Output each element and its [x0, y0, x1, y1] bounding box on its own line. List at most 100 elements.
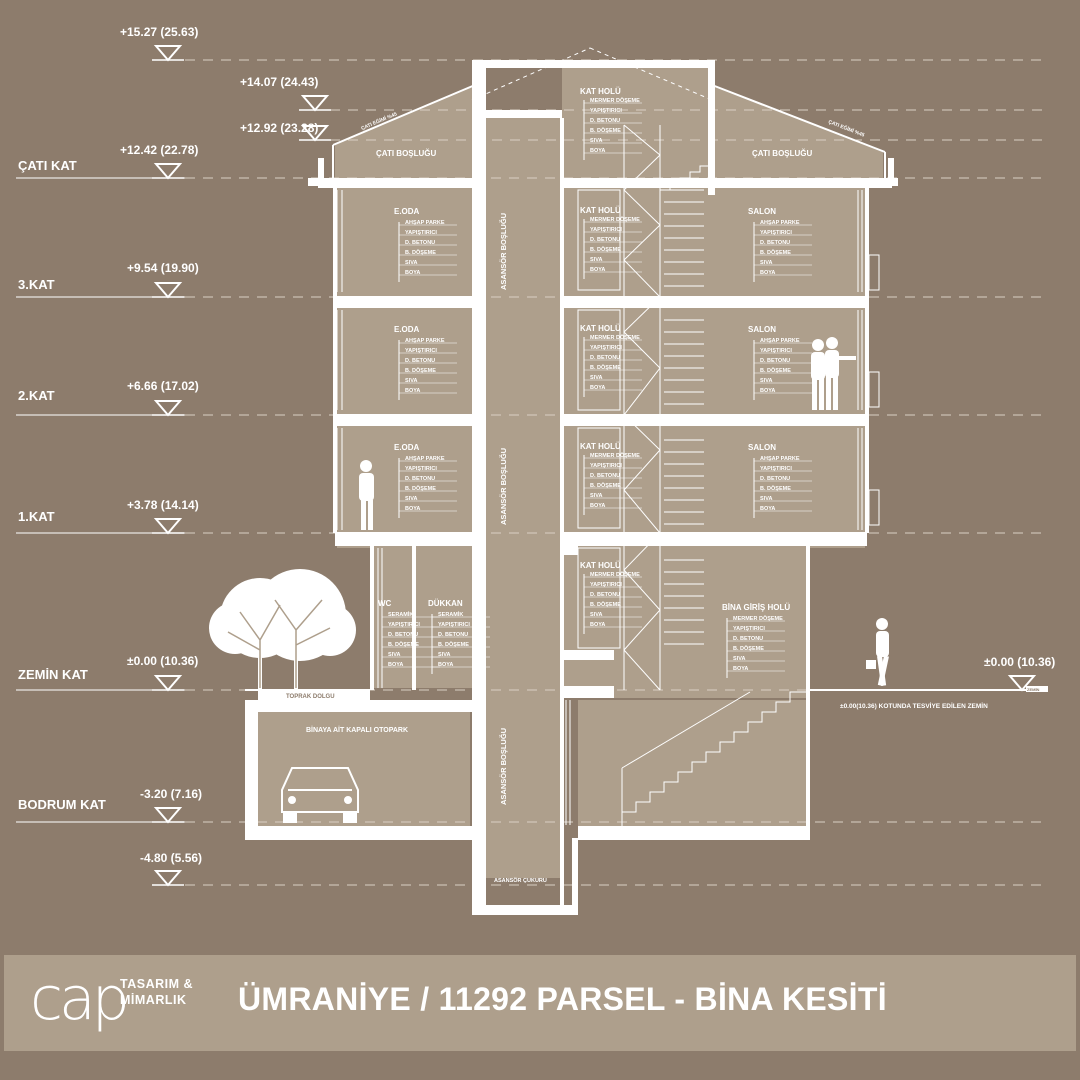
level-value-6: +3.78 (14.14)	[127, 498, 199, 512]
salon-3-layer-1: YAPIŞTIRICI	[760, 230, 792, 236]
dukkan-layer-0: SERAMİK	[438, 611, 463, 618]
eoda-1-layer-1: YAPIŞTIRICI	[405, 466, 437, 472]
right-level-marker: ±0.00 (10.36) ZEMİN	[984, 655, 1055, 692]
dukkan-layer-1: YAPIŞTIRICI	[438, 622, 470, 628]
level-marker-0	[153, 45, 183, 62]
room-wc: WC	[378, 599, 392, 608]
floor-name-5: 2.KAT	[18, 388, 55, 403]
attic-right: ÇATI BOŞLUĞU	[752, 149, 813, 158]
windows	[336, 190, 880, 825]
room-eoda-2: E.ODA	[394, 325, 420, 334]
kat-holu-cati-layer-5: BOYA	[590, 148, 605, 154]
dukkan-layer-3: B. DÖŞEME	[438, 641, 469, 648]
salon-1-layer-2: D. BETONU	[760, 476, 790, 482]
eoda-3-layer-1: YAPIŞTIRICI	[405, 230, 437, 236]
salon-2-layer-2: D. BETONU	[760, 358, 790, 364]
level-value-0: +15.27 (25.63)	[120, 25, 198, 39]
stair-core	[577, 124, 806, 826]
giris-layer-2: D. BETONU	[733, 636, 763, 642]
kat-holu-2-layer-3: B. DÖŞEME	[590, 364, 621, 371]
giris-layer-1: YAPIŞTIRICI	[733, 626, 765, 632]
room-salon-3: SALON	[748, 207, 776, 216]
room-kat-holu-3: KAT HOLÜ	[580, 206, 621, 215]
eoda-1-layer-3: B. DÖŞEME	[405, 485, 436, 492]
structure	[245, 60, 898, 915]
basement-parking-label: BİNAYA AİT KAPALI OTOPARK	[306, 726, 408, 734]
room-labels: E.ODA AHŞAP PARKE YAPIŞTIRICI D. BETONU B. D…	[378, 87, 812, 678]
salon-1-layer-4: SIVA	[760, 496, 772, 502]
level-value-7: ±0.00 (10.36)	[127, 654, 198, 668]
salon-1-layer-1: YAPIŞTIRICI	[760, 466, 792, 472]
room-salon-2: SALON	[748, 325, 776, 334]
level-value-1: +14.07 (24.43)	[240, 75, 318, 89]
level-labels: +15.27 (25.63) +14.07 (24.43) +12.92 (23.2…	[18, 25, 318, 865]
level-marker-1	[300, 95, 330, 112]
wc-layer-2: D. BETONU	[388, 632, 418, 638]
kat-holu-1-layer-5: BOYA	[590, 503, 605, 509]
brand-name-line2: MİMARLIK	[120, 993, 187, 1007]
room-kat-holu-zemin: KAT HOLÜ	[580, 561, 621, 570]
wc-layer-4: SIVA	[388, 652, 400, 658]
kat-holu-1-layer-4: SIVA	[590, 493, 602, 499]
person-illustration-2	[811, 337, 856, 410]
elevator-shaft-label-2: ASANSÖR BOŞLUĞU	[499, 448, 508, 525]
level-value-5: +6.66 (17.02)	[127, 379, 199, 393]
car-illustration	[281, 767, 359, 823]
kat-holu-3-layer-1: YAPIŞTIRICI	[590, 227, 622, 233]
giris-layer-4: SIVA	[733, 656, 745, 662]
kat-holu-zemin-layer-4: SIVA	[590, 612, 602, 618]
attic-left: ÇATI BOŞLUĞU	[376, 149, 437, 158]
giris-layer-0: MERMER DÖŞEME	[733, 615, 783, 622]
elevator-shaft-label-1: ASANSÖR BOŞLUĞU	[499, 213, 508, 290]
giris-layer-3: B. DÖŞEME	[733, 645, 764, 652]
kat-holu-1-layer-0: MERMER DÖŞEME	[590, 452, 640, 459]
wc-layer-3: B. DÖŞEME	[388, 641, 419, 648]
building-fill	[258, 68, 883, 878]
room-kat-holu-cati: KAT HOLÜ	[580, 87, 621, 96]
wc-layer-0: SERAMİK	[388, 611, 413, 618]
eoda-3-layer-4: SIVA	[405, 260, 417, 266]
salon-2-layer-1: YAPIŞTIRICI	[760, 348, 792, 354]
salon-1-layer-5: BOYA	[760, 506, 775, 512]
level-value-8: -3.20 (7.16)	[140, 787, 202, 801]
right-level-value: ±0.00 (10.36)	[984, 655, 1055, 669]
floor-name-7: ZEMİN KAT	[18, 667, 88, 682]
wc-layer-1: YAPIŞTIRICI	[388, 622, 420, 628]
eoda-1-layer-4: SIVA	[405, 496, 417, 502]
level-marker-5	[153, 400, 183, 417]
kat-holu-cati-layer-3: B. DÖŞEME	[590, 127, 621, 134]
section-drawing: +15.27 (25.63) +14.07 (24.43) +12.92 (23.2…	[16, 25, 1055, 915]
level-value-4: +9.54 (19.90)	[127, 261, 199, 275]
room-eoda-3: E.ODA	[394, 207, 420, 216]
level-value-2: +12.92 (23.28)	[240, 121, 318, 135]
kat-holu-2-layer-0: MERMER DÖŞEME	[590, 334, 640, 341]
kat-holu-zemin-layer-2: D. BETONU	[590, 592, 620, 598]
eoda-2-layer-5: BOYA	[405, 388, 420, 394]
kat-holu-2-layer-5: BOYA	[590, 385, 605, 391]
kat-holu-zemin-layer-3: B. DÖŞEME	[590, 601, 621, 608]
salon-2-layer-0: AHŞAP PARKE	[760, 338, 800, 344]
kat-holu-3-layer-0: MERMER DÖŞEME	[590, 216, 640, 223]
salon-3-layer-5: BOYA	[760, 270, 775, 276]
kat-holu-1-layer-1: YAPIŞTIRICI	[590, 463, 622, 469]
level-value-3: +12.42 (22.78)	[120, 143, 198, 157]
salon-3-layer-4: SIVA	[760, 260, 772, 266]
floor-name-4: 3.KAT	[18, 277, 55, 292]
footer-panel: cap TASARIM & MİMARLIK ÜMRANİYE / 11292 …	[4, 955, 1076, 1051]
level-marker-4	[153, 282, 183, 299]
eoda-1-layer-2: D. BETONU	[405, 476, 435, 482]
brand-name-line1: TASARIM &	[120, 977, 194, 991]
level-marker-3	[153, 163, 183, 180]
salon-1-layer-3: B. DÖŞEME	[760, 485, 791, 492]
footer: cap TASARIM & MİMARLIK ÜMRANİYE / 11292 …	[0, 950, 1080, 1080]
kat-holu-2-layer-4: SIVA	[590, 375, 602, 381]
level-marker-8	[153, 807, 183, 824]
elevator-shaft-label-3: ASANSÖR BOŞLUĞU	[499, 728, 508, 805]
level-marker-7	[153, 675, 183, 692]
soil-fill-label-overlay: TOPRAK DOLGU	[286, 694, 335, 700]
salon-2-layer-4: SIVA	[760, 378, 772, 384]
dukkan-layer-5: BOYA	[438, 662, 453, 668]
eoda-2-layer-2: D. BETONU	[405, 358, 435, 364]
tree-illustration	[209, 569, 356, 690]
floor-name-8: BODRUM KAT	[18, 797, 106, 812]
